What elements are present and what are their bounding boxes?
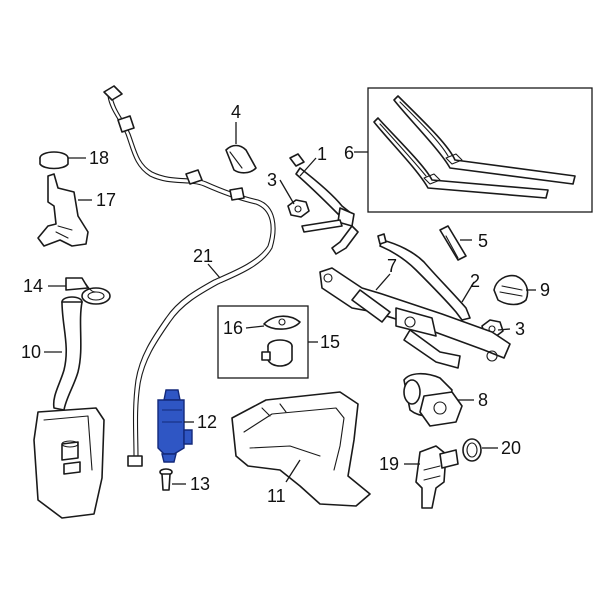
washer-pump-highlighted[interactable] <box>157 389 193 463</box>
callout-8: 8 <box>478 390 488 410</box>
callout-21: 21 <box>193 246 213 266</box>
wiper-linkage[interactable] <box>319 267 511 369</box>
callout-13: 13 <box>190 474 210 494</box>
callout-11: 11 <box>267 486 286 506</box>
wiper-blade-assembly[interactable] <box>373 95 576 199</box>
callout-17: 17 <box>96 190 116 210</box>
callout-14: 14 <box>23 276 43 296</box>
grommet[interactable] <box>462 438 482 462</box>
cowl-panel[interactable] <box>231 391 371 507</box>
washer-nozzle[interactable] <box>261 339 293 367</box>
wiper-arm-left[interactable] <box>289 153 359 255</box>
motor-cap[interactable] <box>493 274 529 306</box>
screw[interactable] <box>159 468 173 491</box>
callout-5: 5 <box>478 231 488 251</box>
callout-10: 10 <box>21 342 41 362</box>
nozzle-clip[interactable] <box>263 315 301 330</box>
wiper-arm-right[interactable] <box>377 233 471 321</box>
leader-lines <box>44 122 536 485</box>
callout-1: 1 <box>317 144 327 164</box>
washer-reservoir[interactable] <box>33 296 105 519</box>
callout-6: 6 <box>344 143 354 163</box>
pivot-cap[interactable] <box>225 144 257 174</box>
callout-2: 2 <box>470 271 480 291</box>
callout-3-upper: 3 <box>267 170 277 190</box>
callout-9: 9 <box>540 280 550 300</box>
callout-4: 4 <box>231 102 241 122</box>
nozzle-group-box <box>217 305 309 379</box>
level-sensor[interactable] <box>415 445 459 509</box>
callout-7: 7 <box>387 256 397 276</box>
nut-upper[interactable] <box>287 199 310 218</box>
reservoir-bracket[interactable] <box>37 173 89 247</box>
reservoir-cap[interactable] <box>39 151 69 170</box>
callout-3-lower: 3 <box>515 319 525 339</box>
callout-12: 12 <box>197 412 217 432</box>
callout-20: 20 <box>501 438 521 458</box>
callout-19: 19 <box>379 454 399 474</box>
wiper-motor[interactable] <box>403 372 463 427</box>
washer-hose[interactable] <box>103 85 276 467</box>
arm-cover[interactable] <box>439 225 467 261</box>
callout-16: 16 <box>223 318 243 338</box>
wiper-blades-group-box <box>367 87 593 213</box>
callout-18: 18 <box>89 148 109 168</box>
callout-15: 15 <box>320 332 340 352</box>
